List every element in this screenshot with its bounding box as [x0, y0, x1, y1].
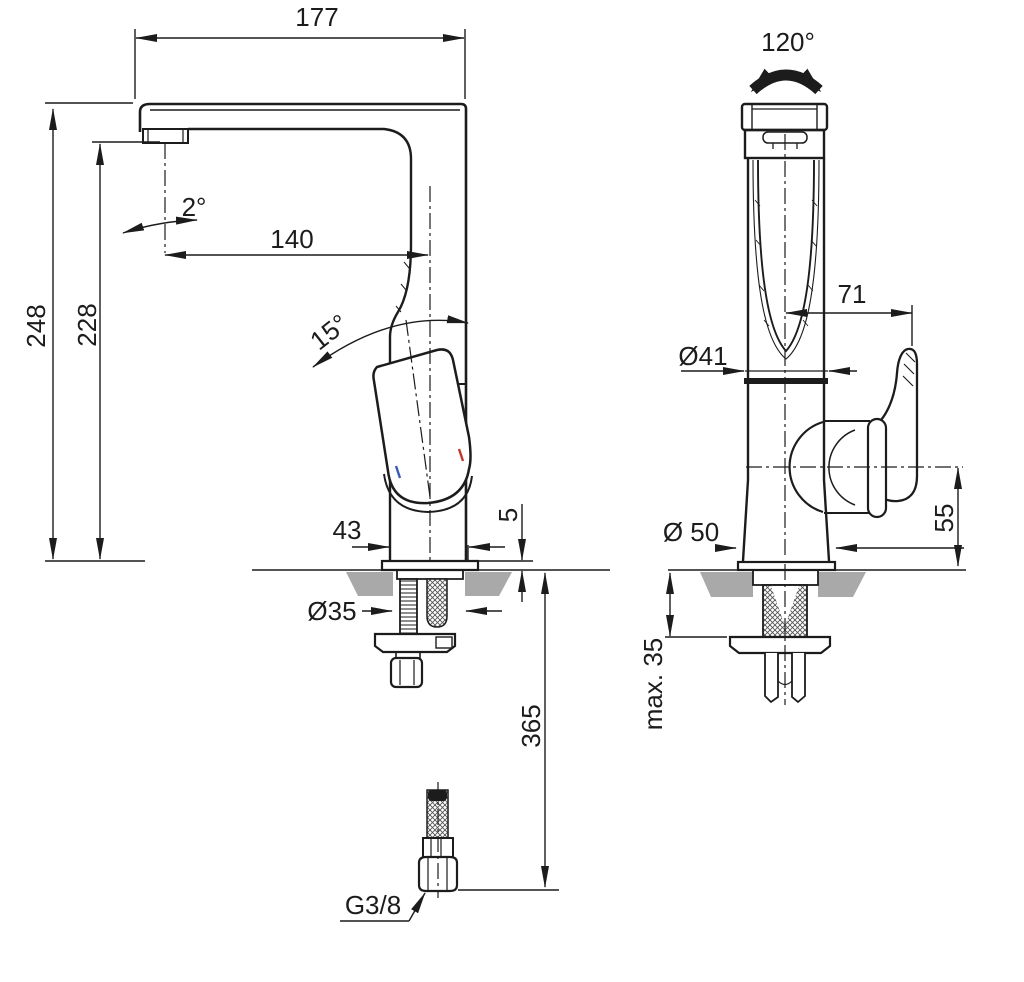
centerlines-side	[164, 143, 439, 898]
label-hose-length: 365	[516, 704, 546, 748]
label-handle-reach: 71	[837, 279, 867, 309]
label-handle-height: 55	[929, 503, 959, 533]
faucet-body-front	[736, 102, 919, 572]
handle-escutcheon	[866, 417, 888, 519]
centerlines-front	[746, 134, 963, 705]
label-deck-max: max. 35	[638, 637, 668, 731]
base-flange-side	[380, 559, 480, 572]
supply-hose-upper	[426, 578, 448, 628]
faucet-body-side	[138, 102, 480, 572]
label-body-diameter: Ø41	[678, 341, 728, 371]
label-height-aerator: 228	[72, 303, 102, 347]
aerator	[142, 128, 189, 144]
side-view	[45, 29, 610, 922]
label-spout-projection: 140	[270, 224, 314, 254]
label-base-diameter: Ø 50	[662, 517, 720, 547]
label-body-width: 43	[332, 515, 362, 545]
dimensions-front	[665, 305, 964, 638]
cold-indicator	[394, 465, 402, 479]
clamp-washer-front	[728, 635, 832, 655]
swivel-arrow	[749, 68, 823, 95]
fixing-nut	[389, 656, 424, 689]
label-swivel-range: 120°	[761, 27, 815, 57]
label-plinth-height: 5	[493, 507, 523, 523]
spout-cap-front	[740, 102, 829, 132]
lever-handle-side	[372, 348, 472, 505]
dim-2deg-arc	[122, 216, 198, 234]
dim-15deg-arc	[312, 315, 469, 368]
clamp-washer-side	[373, 632, 457, 654]
ball-joint-side	[383, 473, 473, 514]
fixing-hardware-side	[373, 569, 464, 689]
base-flange-front	[736, 560, 837, 572]
threaded-stud-side	[399, 578, 418, 635]
spout-silhouette	[757, 159, 815, 353]
label-spray-angle: 2°	[181, 192, 207, 222]
label-spout-reach: 177	[295, 2, 339, 32]
front-view	[665, 68, 966, 705]
label-height-total: 248	[21, 304, 51, 348]
hot-indicator	[457, 448, 465, 462]
dimensions-side	[45, 29, 559, 922]
label-deck-hole: Ø35	[307, 596, 357, 626]
body-seam	[744, 378, 828, 384]
ball-joint-front	[788, 420, 824, 514]
label-inlet-thread: G3/8	[344, 890, 402, 920]
